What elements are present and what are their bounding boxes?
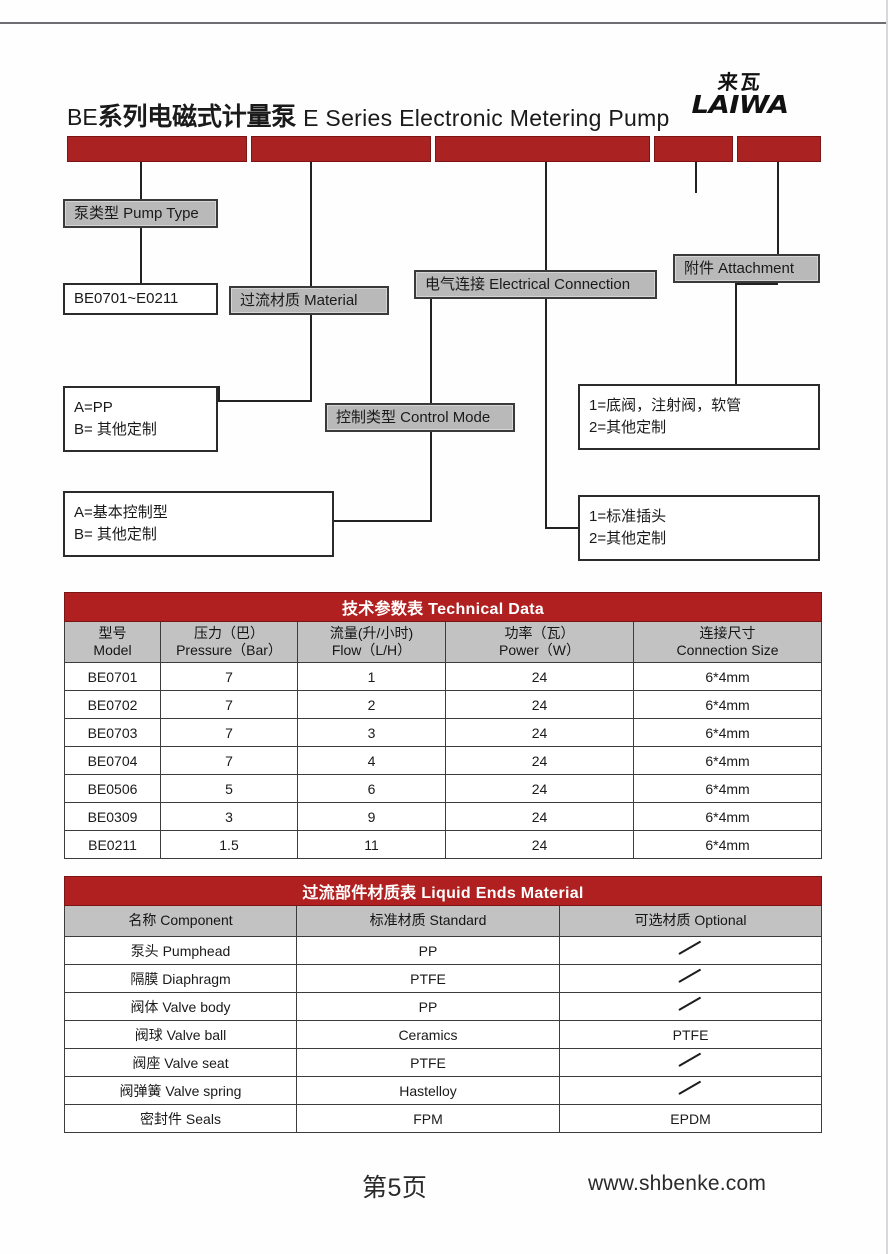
connector-electrical-right xyxy=(545,527,580,529)
box-control-mode[interactable]: 控制类型 Control Mode xyxy=(325,403,515,432)
logo-wordmark: LAIWA xyxy=(691,90,789,119)
control-option-2: B= 其他定制 xyxy=(74,526,157,543)
liquid-ends-material-table: 过流部件材质表 Liquid Ends Material 名称 Componen… xyxy=(63,876,823,1133)
website-url: www.shbenke.com xyxy=(588,1172,767,1195)
header-power: 功率（瓦） Power（W） xyxy=(445,621,634,663)
connector-seg1-drop xyxy=(140,162,142,199)
header-model: 型号 Model xyxy=(64,621,161,663)
electrical-option-2: 2=其他定制 xyxy=(589,530,667,547)
title-model-prefix: BE xyxy=(67,104,98,130)
connector-control-left xyxy=(334,520,432,522)
optional-empty-mark xyxy=(558,936,823,965)
technical-data-table: 技术参数表 Technical Data 型号 Model 压力（巴） Pres… xyxy=(63,592,823,859)
header-flow: 流量(升/小时) Flow（L/H） xyxy=(297,621,446,663)
connector-material-stub xyxy=(218,386,220,402)
code-bar-segment-2 xyxy=(251,136,431,162)
slash-icon xyxy=(678,1054,704,1068)
slash-icon xyxy=(678,942,704,956)
connector-attachment-top xyxy=(735,283,778,285)
title-english: E Series Electronic Metering Pump xyxy=(303,105,670,131)
connector-control-up xyxy=(430,297,432,403)
box-control-options[interactable]: A=基本控制型 B= 其他定制 xyxy=(63,491,334,557)
connector-material-down xyxy=(310,315,312,402)
code-bar-segment-4 xyxy=(654,136,733,162)
electrical-option-1: 1=标准插头 xyxy=(589,508,667,526)
connector-seg4-drop xyxy=(695,162,697,193)
liquid-ends-caption: 过流部件材质表 Liquid Ends Material xyxy=(63,876,823,906)
top-divider-rule xyxy=(0,22,888,24)
material-option-2: B= 其他定制 xyxy=(74,421,157,438)
connector-seg2-drop xyxy=(310,162,312,286)
box-material-options[interactable]: A=PP B= 其他定制 xyxy=(63,386,218,452)
box-electrical-options[interactable]: 1=标准插头 2=其他定制 xyxy=(578,495,820,561)
material-option-1: A=PP xyxy=(74,399,113,417)
attachment-option-1: 1=底阀，注射阀，软管 xyxy=(589,397,742,415)
connector-material-left xyxy=(218,400,312,402)
slash-icon xyxy=(678,1082,704,1096)
box-control-mode-label: 控制类型 Control Mode xyxy=(336,408,491,426)
box-attachment-label: 附件 Attachment xyxy=(684,259,795,277)
title-chinese: BE系列电磁式计量泵 xyxy=(67,105,296,130)
connector-electrical-down xyxy=(545,299,547,529)
header-standard: 标准材质 Standard xyxy=(296,905,560,937)
box-material[interactable]: 过流材质 Material xyxy=(229,286,389,315)
box-electrical-connection[interactable]: 电气连接 Electrical Connection xyxy=(414,270,657,299)
page-number: 第5页 xyxy=(362,1174,428,1202)
box-attachment[interactable]: 附件 Attachment xyxy=(673,254,820,283)
connector-attachment-down xyxy=(735,283,737,384)
title-chinese-text: 系列电磁式计量泵 xyxy=(97,103,297,131)
header-connection-size: 连接尺寸 Connection Size xyxy=(632,621,823,663)
page-right-edge xyxy=(886,0,888,1254)
connector-seg3-drop xyxy=(545,162,547,270)
box-pump-type-value[interactable]: BE0701~E0211 xyxy=(63,283,218,315)
attachment-option-2: 2=其他定制 xyxy=(589,419,667,436)
optional-empty-mark xyxy=(558,964,823,993)
connector-seg5-drop xyxy=(777,162,779,254)
code-bar-segment-3 xyxy=(435,136,650,162)
liquid-ends-header-row: 名称 Component 标准材质 Standard 可选材质 Optional xyxy=(64,905,823,937)
optional-empty-mark xyxy=(558,1076,823,1105)
box-attachment-options[interactable]: 1=底阀，注射阀，软管 2=其他定制 xyxy=(578,384,820,450)
header-component: 名称 Component xyxy=(64,905,297,937)
connector-control-down xyxy=(430,432,432,522)
box-pump-type-label: 泵类型 Pump Type xyxy=(74,204,199,222)
box-electrical-connection-label: 电气连接 Electrical Connection xyxy=(425,275,631,293)
connector-pumptype-to-value xyxy=(140,228,142,283)
technical-data-caption: 技术参数表 Technical Data xyxy=(63,592,823,622)
laiwa-logo: 来瓦 LAIWA xyxy=(688,70,792,126)
code-bar-segment-5 xyxy=(737,136,821,162)
optional-empty-mark xyxy=(558,992,823,1021)
box-pump-type[interactable]: 泵类型 Pump Type xyxy=(63,199,218,228)
header-optional: 可选材质 Optional xyxy=(558,905,823,937)
box-material-label: 过流材质 Material xyxy=(240,291,358,309)
page-title: BE系列电磁式计量泵 E Series Electronic Metering … xyxy=(67,94,687,130)
slash-icon xyxy=(678,970,704,984)
logo-chinese-text: 来瓦 xyxy=(716,70,764,94)
optional-empty-mark xyxy=(558,1048,823,1077)
header-pressure: 压力（巴） Pressure（Bar） xyxy=(160,621,298,663)
code-bar-segment-1 xyxy=(67,136,247,162)
slash-icon xyxy=(678,998,704,1012)
control-option-1: A=基本控制型 xyxy=(74,504,168,522)
box-pump-type-value-label: BE0701~E0211 xyxy=(74,290,179,308)
technical-data-header-row: 型号 Model 压力（巴） Pressure（Bar） 流量(升/小时) Fl… xyxy=(64,621,823,663)
